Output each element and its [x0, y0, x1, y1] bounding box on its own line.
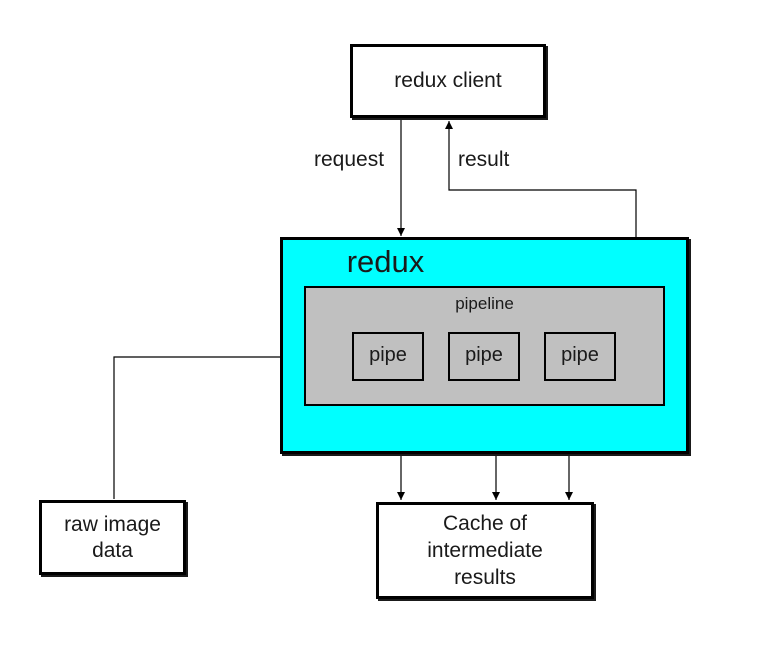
- redux-client-box: redux client: [350, 44, 546, 118]
- pipeline-label: pipeline: [455, 294, 514, 313]
- redux-title: redux: [346, 244, 425, 279]
- request-label: request: [314, 148, 385, 171]
- redux-client-label: redux client: [394, 69, 502, 92]
- raw-image-data-label: raw image data: [64, 512, 161, 562]
- pipe-node: pipe: [352, 332, 424, 381]
- raw-input-arrow: [113, 353, 351, 499]
- raw-image-data-box: raw image data: [39, 500, 186, 575]
- pipe-label: pipe: [561, 344, 599, 366]
- pipe-node: pipe: [448, 332, 520, 381]
- cache-box: Cache of intermediate results: [376, 502, 594, 599]
- pipe-label: pipe: [369, 344, 407, 366]
- pipe-label: pipe: [465, 344, 503, 366]
- result-label: result: [458, 148, 510, 171]
- pipe-node: pipe: [544, 332, 616, 381]
- cache-label: Cache of intermediate results: [427, 512, 543, 589]
